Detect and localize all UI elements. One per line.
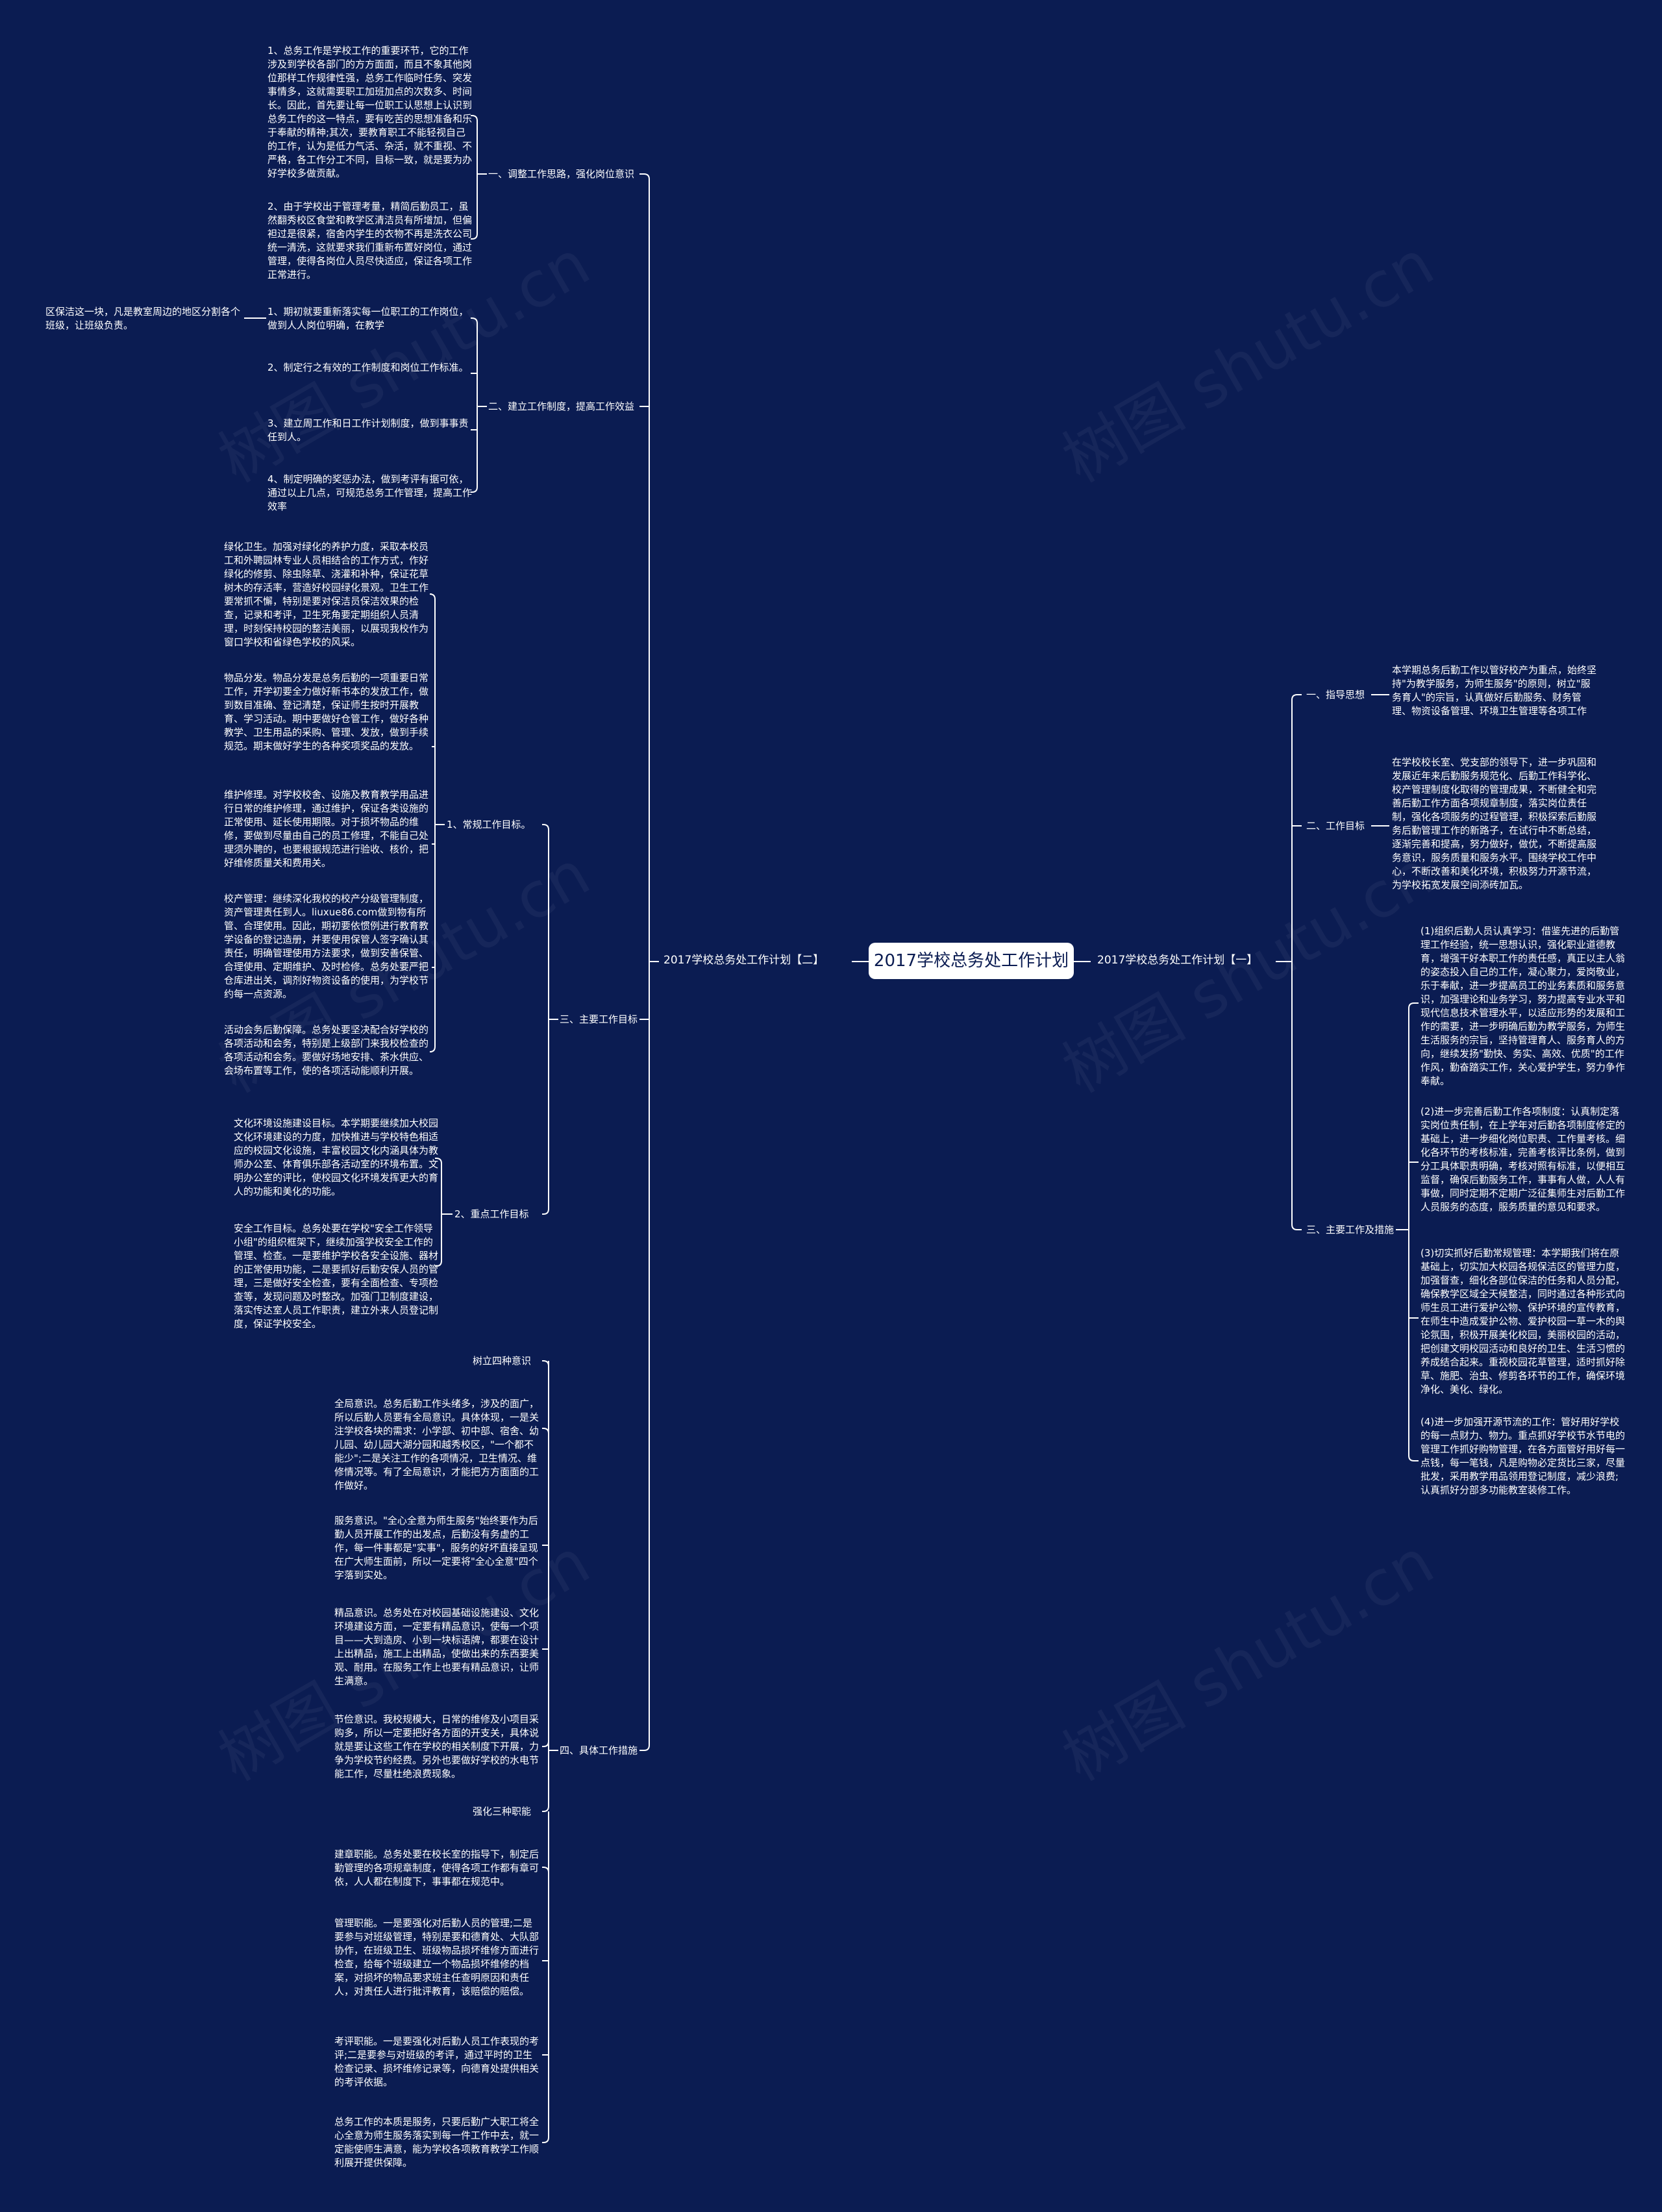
topic-guiding-thought[interactable]: 一、指导思想	[1306, 689, 1365, 701]
paragraph-node: 物品分发。物品分发是总务后勤的一项重要日常工作，开学初要全力做好新书本的发放工作…	[224, 672, 429, 752]
connector	[471, 174, 478, 240]
paragraph-node: 文化环境设施建设目标。本学期要继续加大校园文化环境建设的力度，加快推进与学校特色…	[234, 1117, 439, 1197]
connector	[1291, 694, 1302, 962]
paragraph-node: 活动会务后勤保障。总务处要坚决配合好学校的各项活动和会务，特别是上级部门来我校检…	[224, 1024, 429, 1076]
connector	[639, 173, 650, 962]
paragraph-node: 2、制定行之有效的工作制度和岗位工作标准。	[267, 362, 469, 373]
paragraph-node: (1)组织后勤人员认真学习：借鉴先进的后勤管理工作经验，统一思想认识，强化职业道…	[1420, 925, 1626, 1087]
subtopic-four-awareness[interactable]: 树立四种意识	[473, 1355, 532, 1367]
paragraph-node: 全局意识。总务后勤工作头绪多，涉及的面广，所以后勤人员要有全局意识。具体体现，一…	[334, 1398, 540, 1491]
connector	[429, 593, 436, 825]
connector	[542, 1811, 549, 2143]
connector	[542, 1360, 549, 1750]
paragraph-node: 安全工作目标。总务处要在学校"安全工作领导小组"的组织框架下，继续加强学校安全工…	[234, 1223, 439, 1330]
connector	[542, 1750, 549, 1812]
connector	[542, 1361, 549, 1747]
paragraph-node: (2)进一步完善后勤工作各项制度：认真制定落实岗位责任制，在上学年对后勤各项制度…	[1420, 1106, 1626, 1213]
connector	[639, 962, 650, 1751]
paragraph-node: 总务工作的本质是服务，只要后勤广大职工将全心全意为师生服务落实到每一件工作中去，…	[334, 2116, 540, 2169]
connector	[1408, 1002, 1419, 1230]
paragraph-node: 服务意识。"全心全意为师生服务"始终要作为后勤人员开展工作的出发点，后勤没有务虚…	[334, 1515, 538, 1581]
paragraph-node: 建章职能。总务处要在校长室的指导下，制定后勤管理的各项规章制度，使得各项工作都有…	[334, 1848, 540, 1887]
connector	[471, 115, 478, 174]
connector	[542, 1811, 549, 1873]
topic-work-system[interactable]: 二、建立工作制度，提高工作效益	[488, 401, 635, 412]
connector	[471, 406, 478, 493]
connector	[542, 1361, 549, 1434]
paragraph-node: (4)进一步加强开源节流的工作：管好用好学校的每一点财力、物力。重点抓好学校节水…	[1420, 1416, 1626, 1496]
subtopic-routine-goals[interactable]: 1、常规工作目标。	[447, 819, 531, 830]
paragraph-node: 校产管理：继续深化我校的校产分级管理制度，资产管理责任到人。liuxue86.c…	[224, 893, 429, 1000]
connector	[542, 824, 549, 1019]
connector	[435, 1158, 442, 1214]
paragraph-node: 1、期初就要重新落实每一位职工的工作岗位，做到人人岗位明确，在教学	[267, 306, 469, 331]
paragraph-node: 节俭意识。我校规模大，日常的维修及小项目采购多，所以一定要把好各方面的开支关，具…	[334, 1713, 540, 1780]
paragraph-node: (3)切实抓好后勤常规管理：本学期我们将在原基础上，切实加大校园各规保洁区的管理…	[1420, 1247, 1626, 1395]
side-note: 区保洁这一块，凡是教室周边的地区分割各个班级，让班级负责。	[45, 306, 241, 331]
paragraph-node: 绿化卫生。加强对绿化的养护力度，采取本校员工和外聘园林专业人员相结合的工作方式，…	[224, 541, 429, 648]
connector	[542, 1019, 549, 1215]
paragraph-node: 本学期总务后勤工作以管好校产为重点，始终坚持"为教学服务，为师生服务"的原则，树…	[1392, 664, 1597, 717]
branch-label-plan-1[interactable]: 2017学校总务处工作计划【一】	[1097, 954, 1258, 967]
paragraph-node: 考评职能。一是要强化对后勤人员工作表现的考评;二是要参与对班级的考评，通过平时的…	[334, 2035, 540, 2088]
branch-label-plan-2[interactable]: 2017学校总务处工作计划【二】	[664, 954, 825, 967]
connector	[429, 825, 436, 1052]
topic-adjust-thinking[interactable]: 一、调整工作思路，强化岗位意识	[488, 168, 635, 180]
topic-main-goals[interactable]: 三、主要工作目标	[560, 1013, 638, 1025]
paragraph-node: 管理职能。一是要强化对后勤人员的管理;二是要参与对班级管理，特别是要和德育处、大…	[334, 1917, 540, 1997]
paragraph-node: 在学校校长室、党支部的领导下，进一步巩固和发展近年来后勤服务规范化、后勤工作科学…	[1392, 756, 1597, 891]
subtopic-three-functions[interactable]: 强化三种职能	[473, 1806, 532, 1817]
connector	[1291, 962, 1302, 1230]
paragraph-node: 3、建立周工作和日工作计划制度，做到事事责任到人。	[267, 417, 469, 443]
root-node[interactable]: 2017学校总务处工作计划	[869, 943, 1074, 979]
connector	[471, 317, 478, 406]
subtopic-key-goals[interactable]: 2、重点工作目标	[454, 1208, 529, 1220]
paragraph-node: 精品意识。总务处在对校园基础设施建设、文化环境建设方面，一定要有精品意识，使每一…	[334, 1607, 540, 1687]
connector	[435, 1214, 442, 1267]
topic-main-measures[interactable]: 三、主要工作及措施	[1306, 1224, 1395, 1236]
topic-measures[interactable]: 四、具体工作措施	[560, 1745, 638, 1756]
paragraph-node: 1、总务工作是学校工作的重要环节，它的工作涉及到学校各部门的方方面面，而且不象其…	[267, 45, 473, 179]
connector	[1408, 1230, 1419, 1461]
paragraph-node: 维护修理。对学校校舍、设施及教育教学用品进行日常的维护修理，通过维护，保证各类设…	[224, 789, 429, 869]
topic-work-goals[interactable]: 二、工作目标	[1306, 820, 1365, 832]
paragraph-node: 4、制定明确的奖惩办法，做到考评有据可依，通过以上几点，可规范总务工作管理，提高…	[267, 473, 473, 512]
paragraph-node: 2、由于学校出于管理考量，精简后勤员工，虽然翻秀校区食堂和教学区清洁员有所增加，…	[267, 201, 473, 280]
